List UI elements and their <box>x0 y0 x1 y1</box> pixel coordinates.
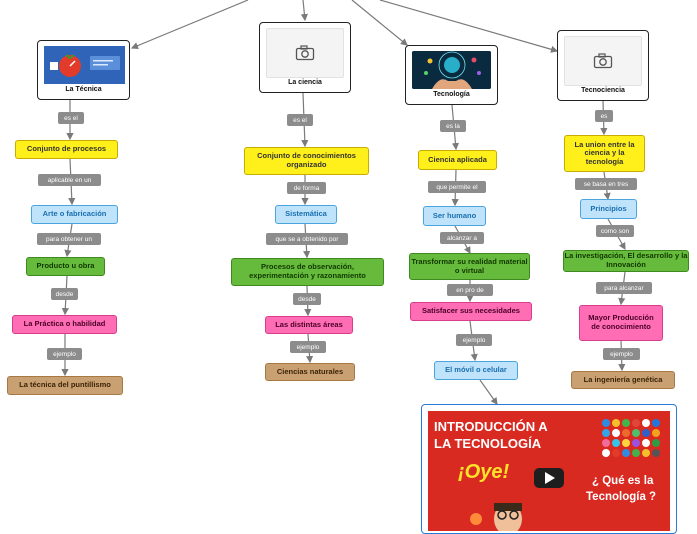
link-label: ejemplo <box>290 341 326 353</box>
root-label-tecnociencia: Tecnociencia <box>581 86 625 94</box>
root-label-tecnologia: Tecnología <box>433 90 470 98</box>
link-label: ejemplo <box>603 348 640 360</box>
topic-node[interactable]: La técnica del puntillismo <box>7 376 123 395</box>
video-graphics <box>470 419 660 531</box>
topic-node[interactable]: Arte o fabricación <box>31 205 118 224</box>
root-node-tecnica[interactable]: La Técnica <box>37 40 130 100</box>
camera-icon <box>593 53 613 69</box>
tomato-timer-icon <box>44 46 125 84</box>
root-node-ciencia[interactable]: La ciencia <box>259 22 351 93</box>
topic-node[interactable]: La Práctica o habilidad <box>12 315 117 334</box>
video-exclaim: ¡Oye! <box>458 461 510 483</box>
topic-node[interactable]: La investigación, El desarrollo y la Inn… <box>563 250 689 272</box>
topic-node[interactable]: Procesos de observación, experimentación… <box>231 258 384 286</box>
play-button-icon[interactable] <box>534 468 564 488</box>
image-placeholder <box>266 28 344 78</box>
link-label: aplicable en un <box>38 174 101 186</box>
root-node-tecnociencia[interactable]: Tecnociencia <box>557 30 649 101</box>
root-node-tecnologia[interactable]: Tecnología <box>405 45 498 105</box>
link-label: que permite el <box>428 181 486 193</box>
link-label: desde <box>293 293 321 305</box>
topic-node[interactable]: Las distintas áreas <box>265 316 353 334</box>
topic-node[interactable]: Sistemática <box>275 205 337 224</box>
link-label: es el <box>287 114 313 126</box>
link-label: alcanzar a <box>440 232 484 244</box>
topic-node[interactable]: Conjunto de procesos <box>15 140 118 159</box>
tech-hands-icon <box>412 51 491 89</box>
link-label: se basa en tres <box>575 178 637 190</box>
cartoon-character-icon <box>470 503 522 531</box>
video-thumbnail[interactable]: INTRODUCCIÓN A LA TECNOLOGÍA ¡Oye! ¿ Qué… <box>428 411 670 531</box>
video-question-line1: ¿ Qué es la <box>592 475 654 487</box>
topic-node[interactable]: Principios <box>580 199 637 219</box>
tecnica-image <box>44 46 125 84</box>
topic-node[interactable]: El móvil o celular <box>434 361 518 380</box>
link-label: es la <box>440 120 466 132</box>
tecnologia-image <box>412 51 491 89</box>
root-label-tecnica: La Técnica <box>65 85 102 93</box>
video-card[interactable]: INTRODUCCIÓN A LA TECNOLOGÍA ¡Oye! ¿ Qué… <box>421 404 677 534</box>
link-label: como son <box>596 225 634 237</box>
camera-icon <box>295 45 315 61</box>
link-label: desde <box>51 288 78 300</box>
video-title-line2: LA TECNOLOGÍA <box>434 436 542 451</box>
image-placeholder <box>564 36 642 86</box>
link-label: de forma <box>287 182 326 194</box>
topic-node[interactable]: Conjunto de conocimientos organizado <box>244 147 369 175</box>
topic-node[interactable]: Ciencia aplicada <box>418 150 497 170</box>
topic-node[interactable]: Producto u obra <box>26 257 105 276</box>
link-label: ejemplo <box>47 348 82 360</box>
topic-node[interactable]: Ser humano <box>423 206 486 226</box>
topic-node[interactable]: Ciencias naturales <box>265 363 355 381</box>
link-label: en pro de <box>447 284 493 296</box>
link-label: ejemplo <box>456 334 492 346</box>
video-title-line1: INTRODUCCIÓN A <box>434 419 548 434</box>
topic-node[interactable]: La union entre la ciencia y la tecnologí… <box>564 135 645 172</box>
link-label: es el <box>58 112 84 124</box>
link-label: para obtener un <box>37 233 101 245</box>
video-question-line2: Tecnología ? <box>586 491 657 503</box>
link-label: que se a obtenido por <box>266 233 348 245</box>
topic-node[interactable]: Transformar su realidad material o virtu… <box>409 253 530 280</box>
topic-node[interactable]: Mayor Producción de conocimiento <box>579 305 663 341</box>
link-label: es <box>595 110 613 122</box>
link-label: para alcanzar <box>596 282 652 294</box>
root-label-ciencia: La ciencia <box>288 78 322 86</box>
topic-node[interactable]: La ingeniería genética <box>571 371 675 389</box>
app-icons-grid <box>602 419 660 457</box>
topic-node[interactable]: Satisfacer sus necesidades <box>410 302 532 321</box>
